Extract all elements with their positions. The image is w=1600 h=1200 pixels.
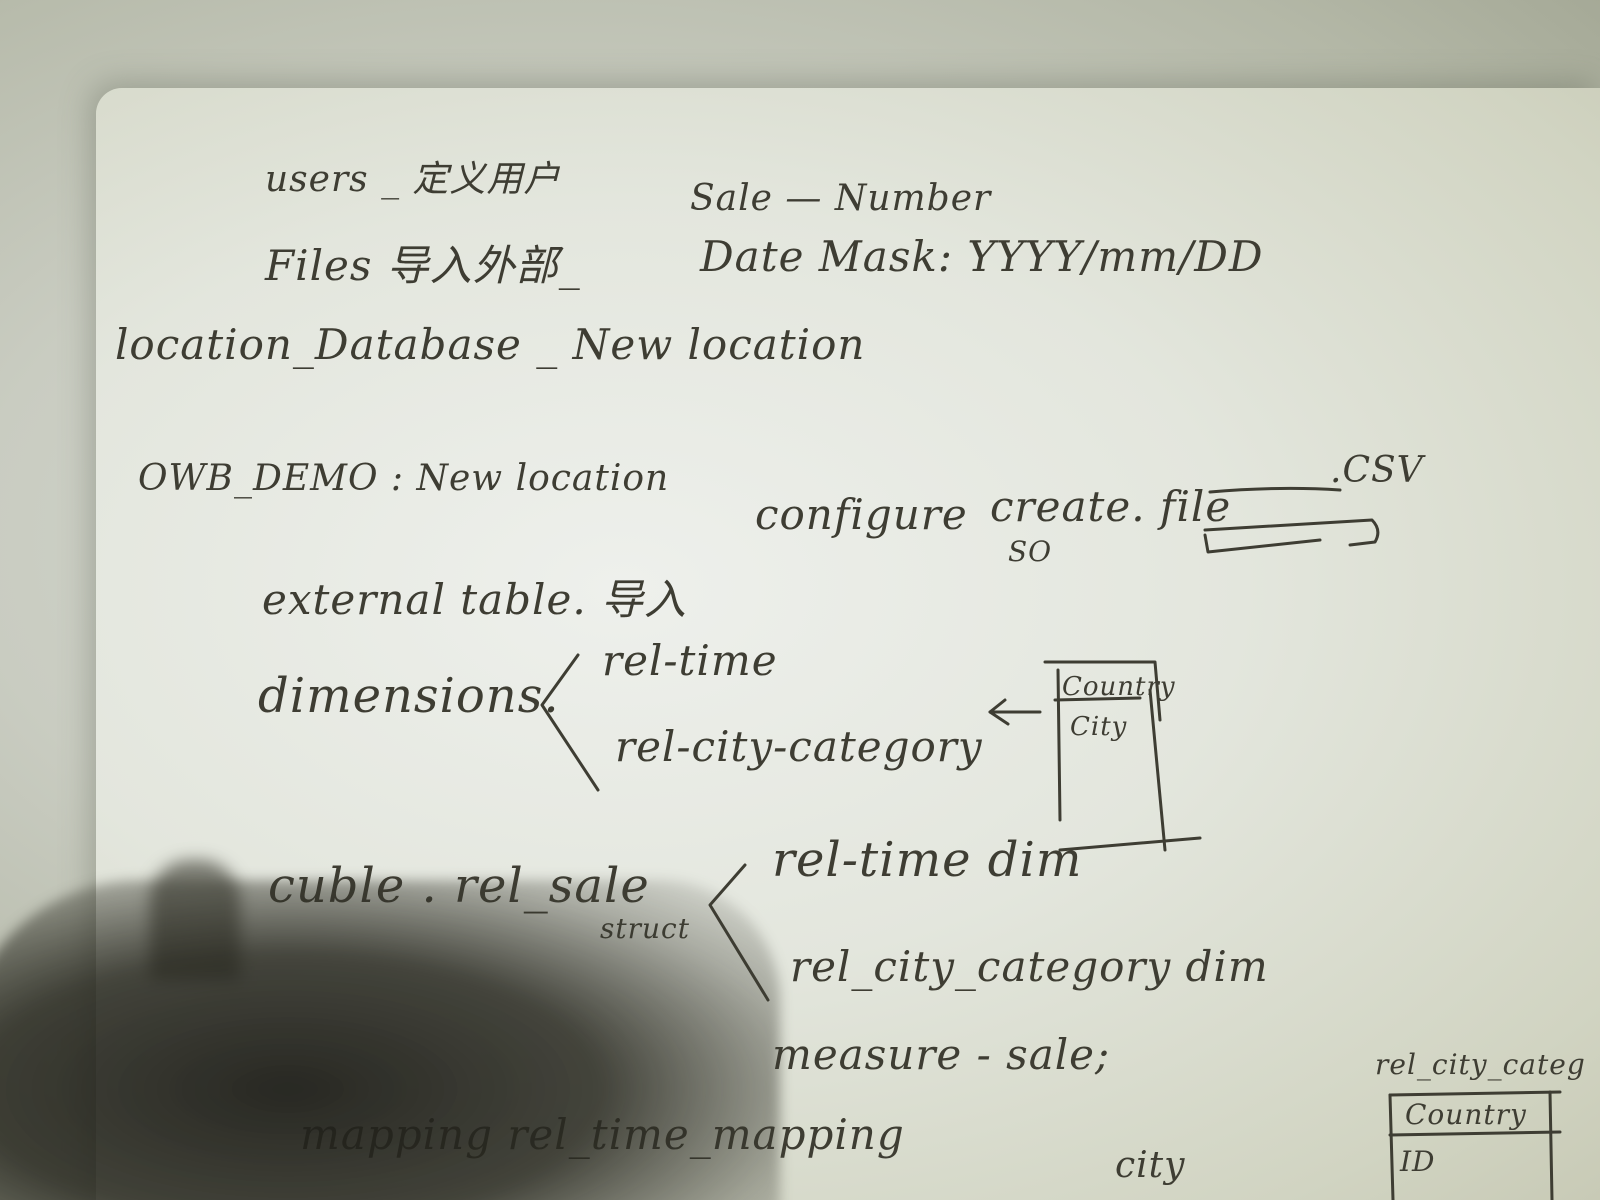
note-rel-city-category: rel-city-category [615, 722, 983, 771]
note-rel-city-category-dim: rel_city_category dim [790, 942, 1269, 991]
note-owb-demo: OWB_DEMO : New location [138, 458, 670, 499]
note-configure: configure [755, 490, 968, 539]
note-box2-id: ID [1400, 1145, 1436, 1178]
note-create-file: create. file [990, 482, 1232, 531]
note-rel-time: rel-time [602, 636, 778, 685]
note-dimensions: dimensions. [258, 668, 560, 724]
note-sale-number: Sale — Number [690, 178, 992, 219]
note-box2-title: rel_city_categ [1375, 1048, 1586, 1081]
note-users: users _ 定义用户 [265, 159, 561, 200]
note-box2-country: Country [1405, 1098, 1527, 1131]
note-date-mask: Date Mask: YYYY/mm/DD [700, 232, 1264, 281]
note-city-bottom: city [1115, 1145, 1186, 1186]
note-so: SO [1008, 535, 1053, 568]
note-box-city: City [1070, 712, 1128, 742]
note-location-database: location_Database _ New location [115, 320, 866, 369]
note-files: Files 导入外部_ [265, 241, 581, 290]
note-measure: measure - sale; [772, 1030, 1111, 1079]
note-external-table: external table. 导入 [262, 575, 688, 624]
note-csv: .CSV [1330, 450, 1424, 491]
note-rel-time-dim: rel-time dim [772, 832, 1083, 888]
hand-shadow [0, 880, 780, 1200]
